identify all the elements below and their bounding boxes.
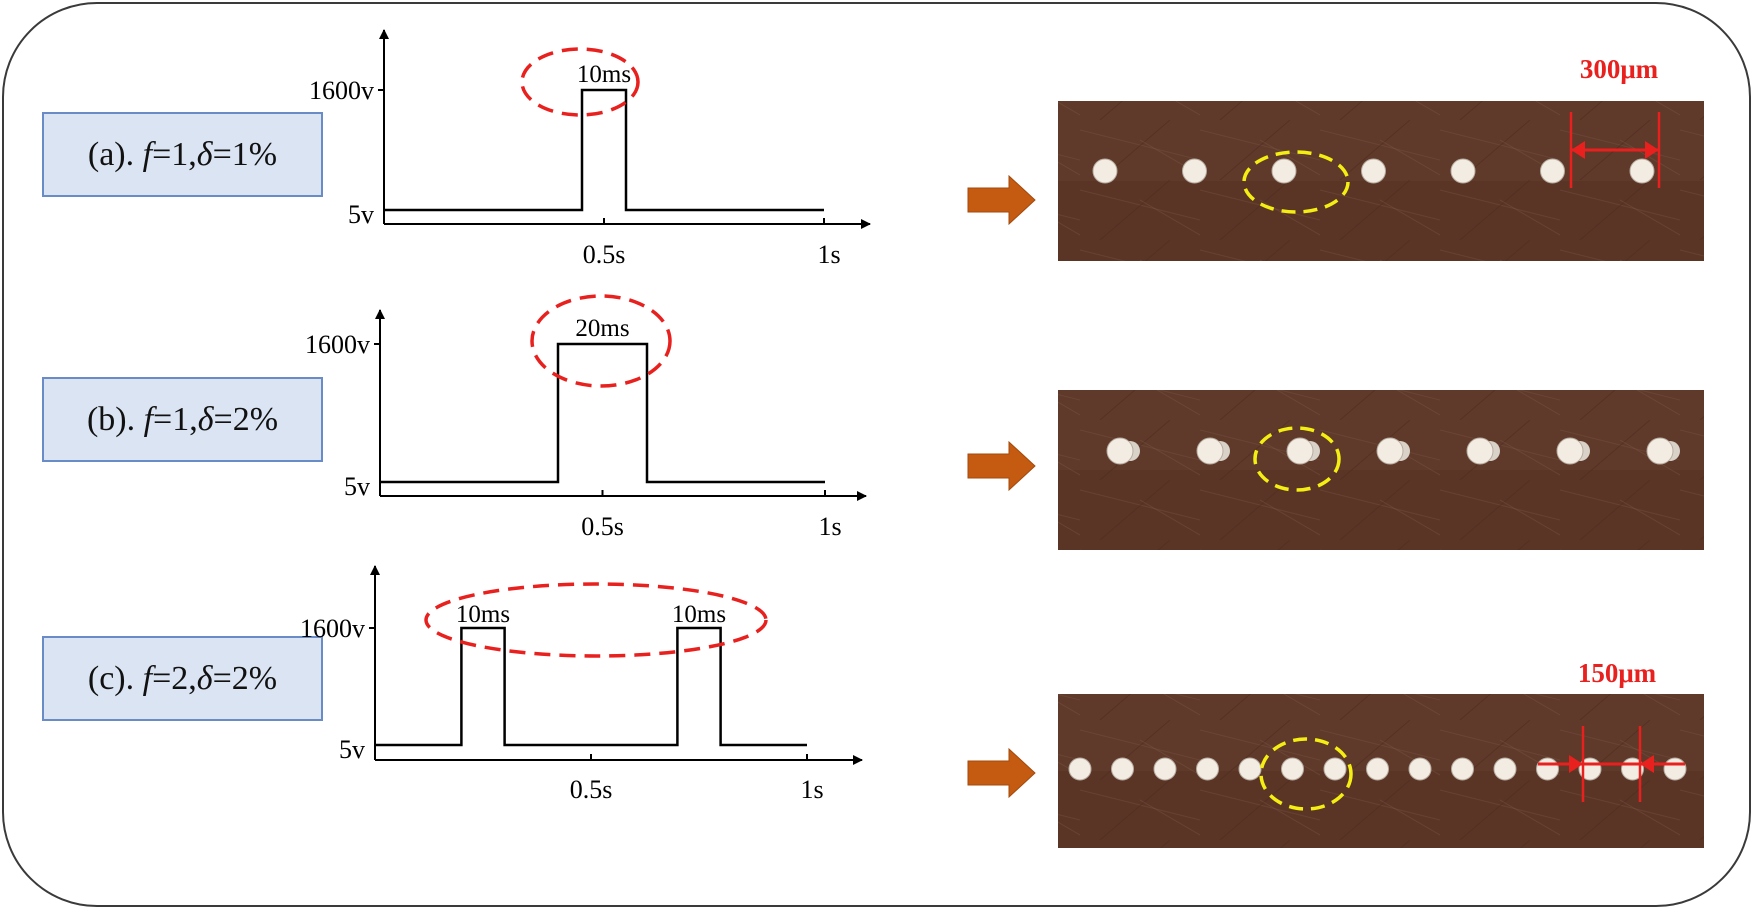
process-arrows (967, 174, 1036, 799)
voltage-waveform (384, 88, 824, 212)
scale-arrow-icon (1645, 141, 1659, 159)
y-tick-label-high: 1600v (309, 76, 374, 105)
label-f-value: =1, (153, 400, 198, 438)
dot-highlight-ellipse (1253, 426, 1341, 492)
melt-dot (1092, 158, 1118, 184)
micrograph-a: 300μm (1058, 54, 1704, 261)
melt-dot (1536, 757, 1559, 781)
pulse-highlight-ellipse (520, 47, 640, 117)
y-tick-label-high: 1600v (305, 330, 370, 359)
melt-dot (1182, 158, 1207, 184)
melt-dot (1361, 158, 1386, 184)
label-box-c: (c). f=2,δ=2% (42, 636, 323, 721)
label-prefix: (c). (87, 659, 143, 697)
waveform-chart-c: 1600v 5v 0.5s 1s 10ms 10ms (300, 565, 863, 804)
label-delta-value: =1% (212, 135, 278, 173)
melt-dot (1286, 437, 1314, 465)
melt-dot (1540, 158, 1565, 184)
melt-dot (1629, 158, 1655, 184)
melt-dot (1281, 757, 1304, 781)
dot-highlight-ellipse (1259, 737, 1353, 811)
melt-dot (1366, 757, 1389, 781)
y-tick-label-low: 5v (344, 472, 370, 501)
micrograph-b (1058, 390, 1704, 550)
melt-dot (1196, 757, 1219, 781)
scratch-texture (1058, 390, 1704, 550)
pulse-width-label: 10ms (672, 601, 726, 628)
pulse-highlight-ellipse (424, 582, 768, 658)
melt-dot (1493, 757, 1517, 781)
melt-dot (1646, 437, 1674, 465)
waveform-chart-b: 1600v 5v 0.5s 1s 20ms (305, 294, 867, 541)
label-delta-value: =2% (213, 400, 279, 438)
label-delta-symbol: δ (197, 400, 214, 438)
melt-dot (1408, 757, 1432, 781)
scale-bar-label: 300μm (1580, 54, 1659, 84)
process-arrow-icon (967, 747, 1036, 799)
melt-dot (1556, 437, 1584, 465)
melt-dot (1466, 437, 1494, 465)
melt-dot (1068, 757, 1092, 781)
scale-arrow-icon (1571, 141, 1585, 159)
pulse-highlight-ellipse (530, 294, 672, 388)
scale-arrow-icon (1640, 755, 1654, 773)
label-delta-symbol: δ (196, 659, 213, 697)
melt-dot (1451, 757, 1474, 781)
x-tick-label: 1s (800, 775, 823, 804)
label-prefix: (b). (86, 400, 144, 438)
waveform-chart-a: 1600v 5v 0.5s 1s 10ms (309, 29, 871, 269)
melt-dot (1106, 437, 1134, 465)
y-tick-label-low: 5v (339, 735, 365, 764)
melt-dot (1450, 158, 1476, 184)
melt-dot (1238, 757, 1262, 781)
x-tick-label: 1s (817, 240, 840, 269)
label-box-b: (b). f=1,δ=2% (42, 377, 323, 462)
pulse-width-label: 10ms (456, 601, 510, 628)
label-prefix: (a). (87, 135, 143, 173)
x-tick-label: 1s (818, 512, 841, 541)
melt-dot (1376, 437, 1404, 465)
label-f-value: =1, (152, 135, 197, 173)
voltage-waveform (375, 626, 807, 747)
label-f-symbol: f (142, 659, 153, 697)
label-delta-value: =2% (212, 659, 278, 697)
label-f-symbol: f (142, 135, 153, 173)
voltage-waveform (380, 342, 825, 484)
x-tick-label: 0.5s (581, 512, 624, 541)
y-tick-label-low: 5v (348, 200, 374, 229)
melt-dot (1111, 757, 1134, 781)
micrograph-photos: 300μm 150μm (1058, 54, 1704, 848)
scale-arrow-icon (1569, 755, 1583, 773)
melt-dot (1153, 757, 1177, 781)
waveform-charts: 1600v 5v 0.5s 1s 10ms 1600v 5v 0.5s 1s 20ms 1600v 5… (300, 29, 871, 804)
melt-dot (1323, 757, 1347, 781)
dot-highlight-ellipse (1242, 150, 1350, 214)
label-delta-symbol: δ (196, 135, 213, 173)
pulse-width-label: 20ms (575, 315, 629, 342)
process-arrow-icon (967, 440, 1036, 492)
label-f-value: =2, (152, 659, 197, 697)
x-tick-label: 0.5s (570, 775, 613, 804)
x-tick-label: 0.5s (583, 240, 626, 269)
melt-dot (1271, 158, 1297, 184)
micrograph-c: 150μm (1058, 658, 1704, 848)
melt-dot (1196, 437, 1224, 465)
scale-bar-label: 150μm (1578, 658, 1657, 688)
pulse-width-label: 10ms (577, 61, 631, 88)
melt-dot (1663, 757, 1687, 781)
y-tick-label-high: 1600v (300, 614, 365, 643)
process-arrow-icon (967, 174, 1036, 226)
label-f-symbol: f (143, 400, 154, 438)
label-box-a: (a). f=1,δ=1% (42, 112, 323, 197)
